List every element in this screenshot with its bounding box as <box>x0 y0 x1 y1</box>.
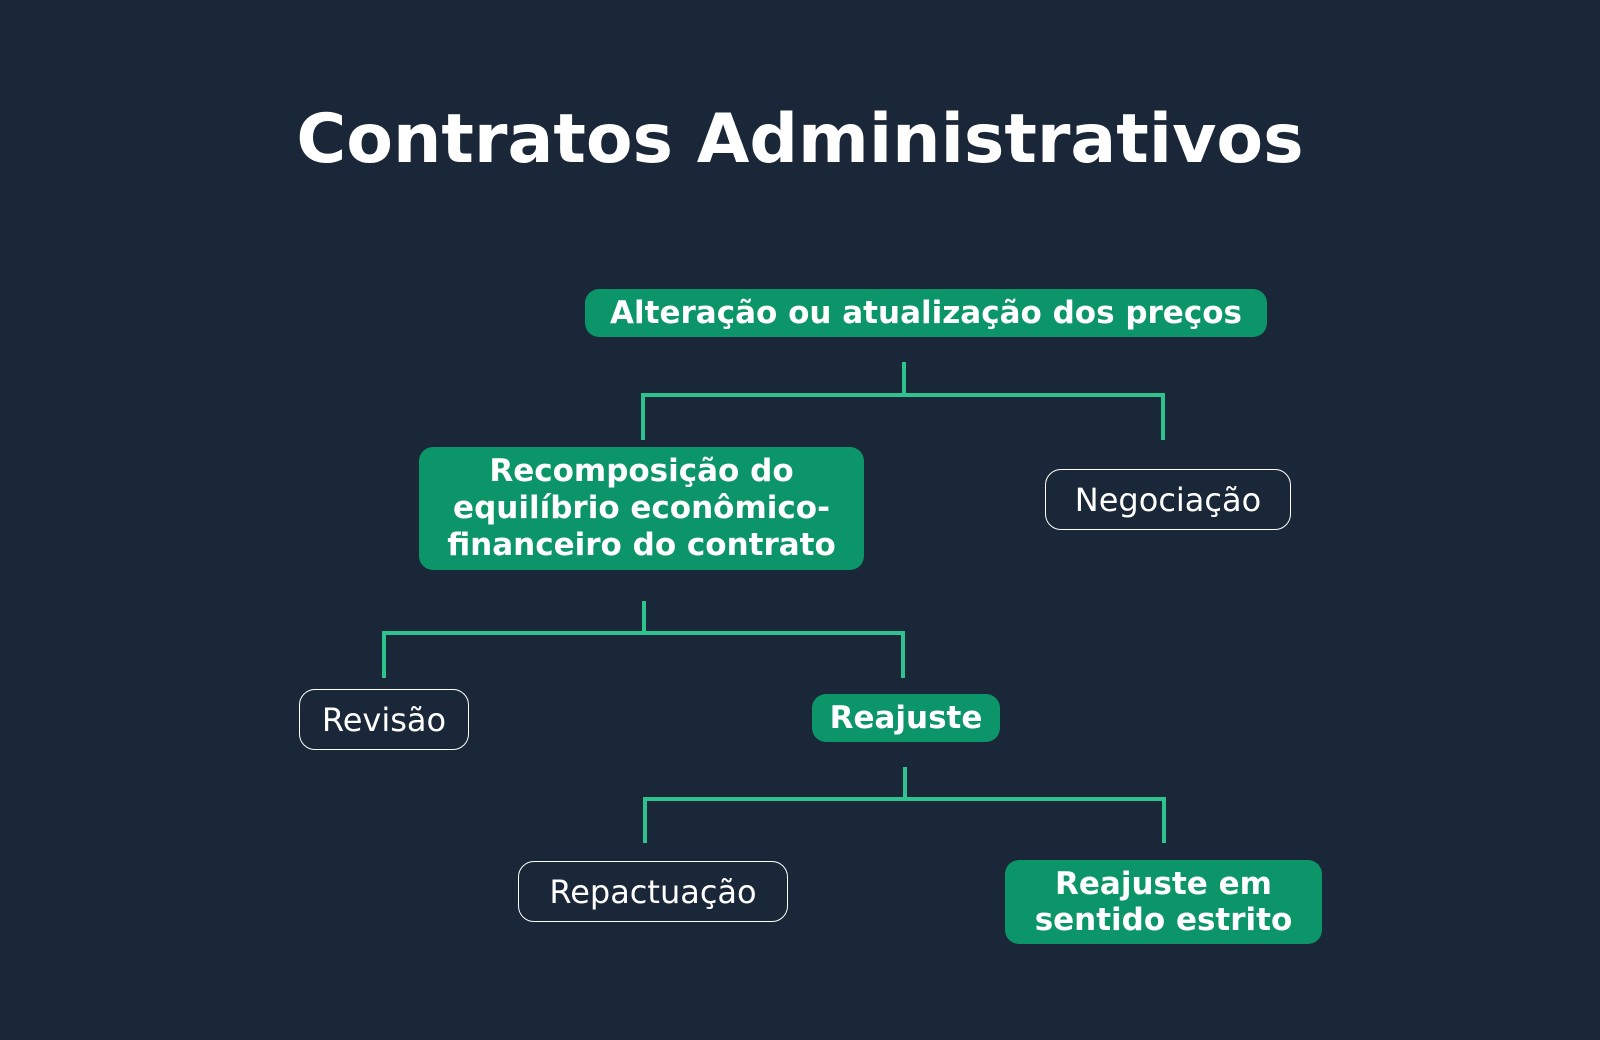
node-alteracao-precos: Alteração ou atualização dos preços <box>585 289 1267 337</box>
connector-reajuste <box>643 767 1166 843</box>
node-revisao: Revisão <box>299 689 469 750</box>
diagram-title: Contratos Administrativos <box>296 100 1304 179</box>
connector-root <box>641 362 1165 440</box>
node-reajuste: Reajuste <box>812 694 1000 742</box>
node-repactuacao: Repactuação <box>518 861 788 922</box>
node-negociacao: Negociação <box>1045 469 1291 530</box>
connector-recomposicao <box>382 601 905 678</box>
node-recomposicao-equilibrio: Recomposição do equilíbrio econômico- fi… <box>419 447 864 570</box>
node-reajuste-sentido-estrito: Reajuste em sentido estrito <box>1005 860 1322 944</box>
